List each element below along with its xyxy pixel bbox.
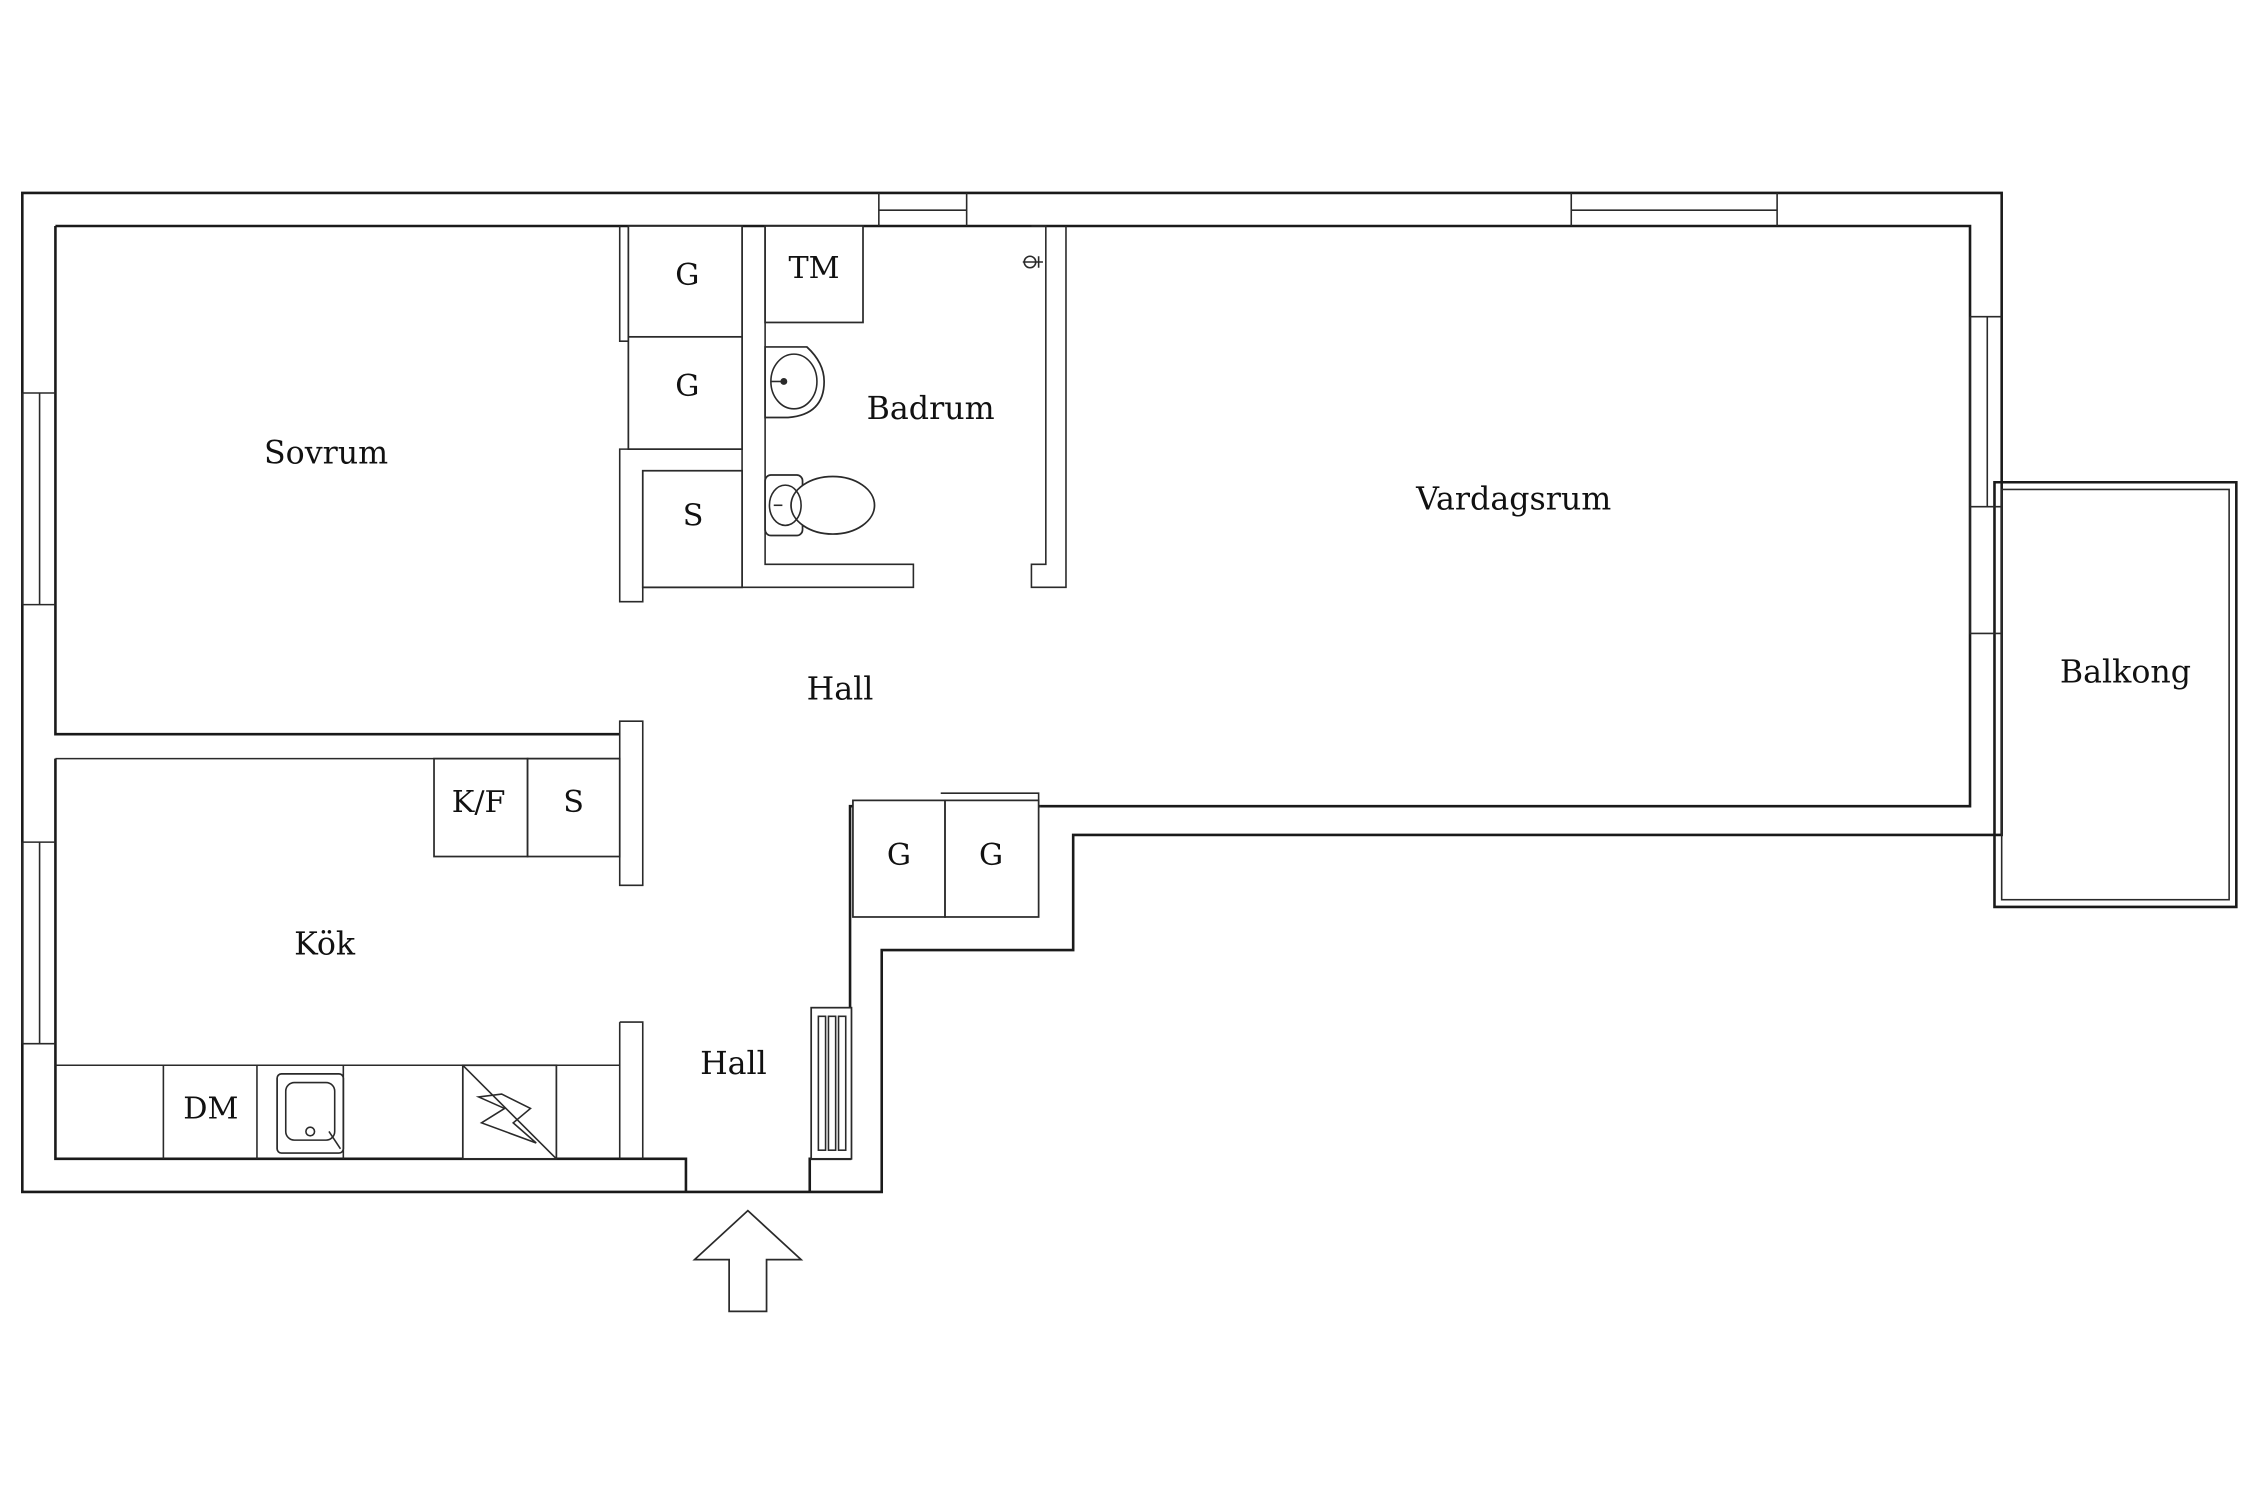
room-label-kok: Kök	[294, 926, 356, 962]
washing-machine-label: TM	[789, 251, 840, 286]
bedroom-wardrobes: G G S	[627, 225, 743, 589]
stove-icon	[461, 1064, 558, 1160]
dishwasher-label: DM	[183, 1092, 238, 1127]
wardrobe-label: G	[675, 258, 699, 293]
room-labels: Sovrum Badrum Vardagsrum Balkong Hall Ha…	[264, 391, 2191, 1082]
toilet-icon	[764, 474, 876, 537]
shower-icon	[1022, 255, 1043, 269]
wardrobe-label: G	[675, 369, 699, 404]
radiator-icon	[810, 1006, 853, 1160]
hall-fixtures: G G	[810, 792, 1040, 1160]
room-label-balkong: Balkong	[2060, 654, 2191, 690]
bathroom-fixtures: TM	[764, 225, 1043, 537]
outer-walls	[21, 191, 2238, 1194]
kitchen-sink-icon	[276, 1073, 345, 1154]
storage-label: S	[563, 785, 584, 820]
room-label-badrum: Badrum	[867, 391, 995, 427]
windows	[21, 192, 2002, 1045]
fridge-freezer-label: K/F	[452, 785, 506, 820]
room-label-hall: Hall	[807, 672, 874, 708]
interior-walls	[55, 225, 1067, 1159]
room-label-sovrum: Sovrum	[264, 436, 388, 472]
room-label-hall: Hall	[700, 1046, 767, 1082]
wardrobe-label: G	[887, 838, 911, 873]
kitchen-fixtures: K/F S DM	[55, 757, 621, 1160]
entrance-arrow-icon	[692, 1209, 804, 1313]
sink-icon	[764, 346, 826, 419]
room-label-vardagsrum: Vardagsrum	[1415, 482, 1611, 518]
wardrobe-label: G	[979, 838, 1003, 873]
storage-label: S	[683, 498, 704, 533]
